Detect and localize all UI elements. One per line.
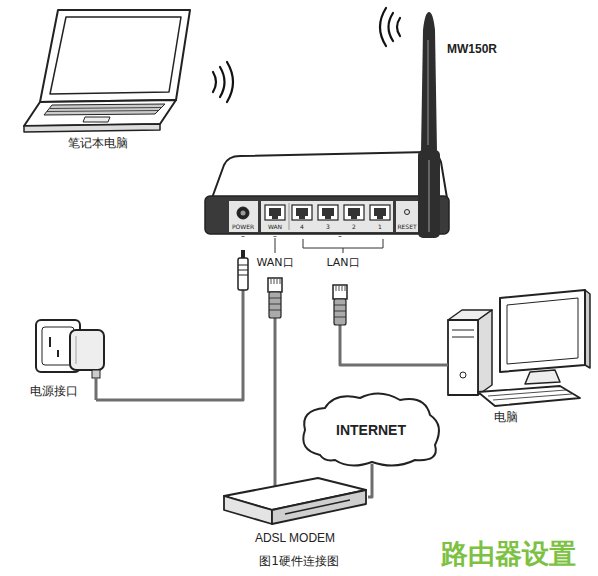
port-label: POWER: [232, 224, 254, 230]
router-drawing: [205, 12, 449, 238]
adsl-modem: ADSL MODEM: [222, 478, 368, 550]
internet-cloud: INTERNET: [300, 395, 442, 467]
port-label: 4: [300, 224, 304, 230]
port-label: 1: [378, 224, 382, 230]
port-label: 2: [352, 224, 356, 230]
modem-drawing: [224, 478, 366, 524]
computer-drawing: [438, 290, 590, 406]
router: MW150R: [198, 8, 508, 236]
node-label: ADSL MODEM: [222, 531, 368, 545]
node-label: 电脑: [494, 410, 518, 424]
port-group-label: LAN口: [325, 256, 360, 269]
port-label: 3: [326, 224, 330, 230]
node-label: 电源接口: [30, 384, 78, 398]
figure-caption: 图1硬件连接图: [0, 554, 598, 568]
power-plug: [238, 250, 248, 290]
cable: [96, 236, 243, 400]
node-label: MW150R: [447, 42, 497, 56]
cable: [368, 464, 372, 497]
power-outlet: 电源接口: [28, 315, 123, 400]
port-group-label: WAN口: [255, 256, 294, 269]
port-bracket: [275, 238, 383, 253]
laptop: 笔记本电脑: [25, 5, 200, 155]
rj45-plug: [268, 278, 282, 318]
wireless-waves: [213, 8, 400, 102]
rj45-plug: [333, 285, 347, 325]
node-label: INTERNET: [300, 422, 442, 439]
port-label: WAN: [268, 224, 282, 230]
port-label: RESET: [397, 224, 416, 230]
node-label: 笔记本电脑: [68, 136, 128, 150]
computer: 电脑: [438, 285, 593, 428]
laptop-drawing: [24, 10, 190, 132]
watermark: 路由器设置: [441, 538, 576, 570]
